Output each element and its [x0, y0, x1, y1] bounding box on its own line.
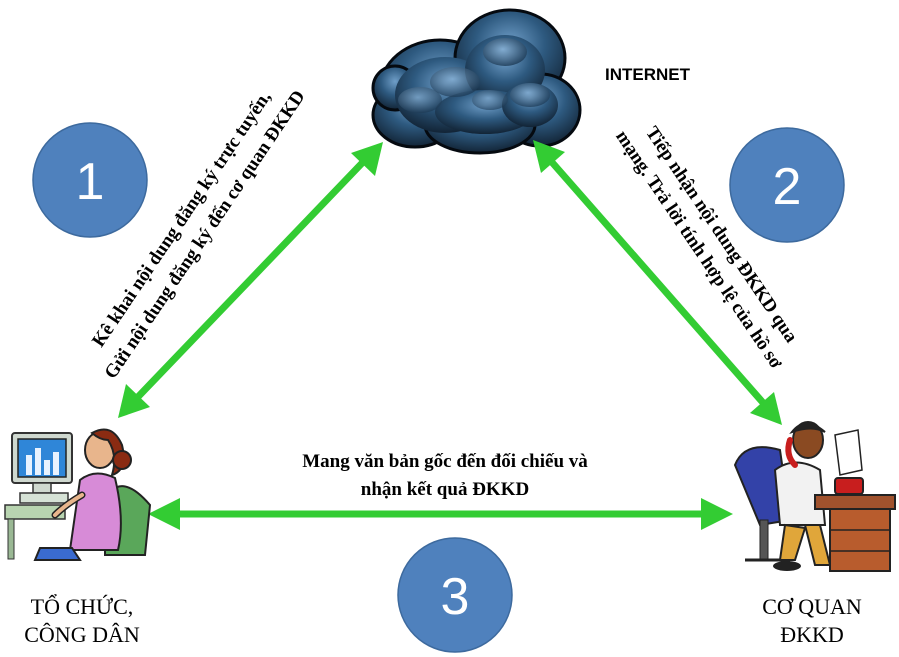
internet-cloud-icon	[371, 8, 582, 155]
step-3-line-2: nhận kết quả ĐKKD	[361, 479, 529, 500]
internet-label: INTERNET	[605, 65, 691, 84]
step-2-number: 2	[773, 158, 802, 216]
step-3-description: Mang văn bản gốc đến đối chiếu và nhận k…	[302, 451, 588, 500]
step-1-line-2: Gửi nội dung đăng ký đến cơ quan ĐKKD	[100, 87, 309, 383]
citizen-label-line-2: CÔNG DÂN	[24, 622, 140, 647]
step-1-badge: 1	[32, 122, 148, 238]
agency-label-line-2: ĐKKD	[780, 622, 844, 647]
citizen-at-computer-icon	[4, 428, 152, 561]
step-3-number: 3	[441, 568, 470, 626]
agency-label: CƠ QUAN ĐKKD	[762, 594, 862, 647]
arrow-cloud-agency	[533, 140, 782, 425]
arrow-person-cloud	[118, 142, 383, 418]
arrow-person-agency	[148, 498, 733, 530]
agency-officer-icon	[733, 421, 896, 572]
step-3-line-1: Mang văn bản gốc đến đối chiếu và	[302, 451, 588, 472]
step-3-badge: 3	[397, 537, 513, 653]
step-2-badge: 2	[729, 127, 845, 243]
citizen-label: TỔ CHỨC, CÔNG DÂN	[24, 594, 140, 647]
step-1-number: 1	[76, 153, 105, 211]
agency-label-line-1: CƠ QUAN	[762, 594, 862, 619]
citizen-label-line-1: TỔ CHỨC,	[31, 594, 134, 619]
